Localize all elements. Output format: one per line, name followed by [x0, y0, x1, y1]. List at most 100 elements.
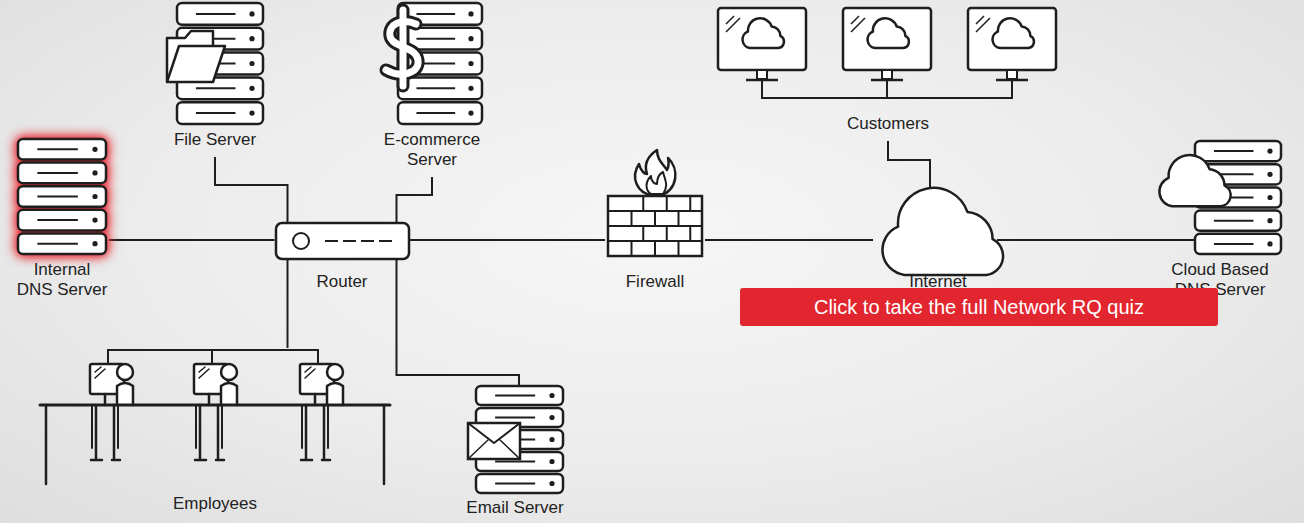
- screen-cloud: [743, 18, 784, 48]
- server-led: [92, 218, 97, 223]
- brick-joint: [631, 241, 633, 256]
- device-label: E-commerce Server: [382, 130, 482, 171]
- monitor-stand: [208, 394, 211, 405]
- screen-glare: [305, 367, 315, 378]
- server-unit: [18, 139, 106, 160]
- server-slot: [37, 243, 77, 245]
- internet-cloud: Internet: [873, 188, 1003, 293]
- employee-wire: [107, 350, 109, 364]
- server-led: [92, 147, 97, 152]
- ecommerce-server-icon: [382, 2, 482, 126]
- device-label: Firewall: [626, 272, 685, 292]
- router-body: [276, 223, 409, 259]
- desk-top: [40, 404, 390, 407]
- brick-joint: [666, 226, 668, 241]
- employee-body: [327, 383, 343, 405]
- server-slot: [495, 483, 535, 485]
- chair-frame: [302, 405, 328, 448]
- server-led: [468, 111, 473, 116]
- brick-joint: [631, 211, 633, 226]
- server-led: [249, 86, 254, 91]
- customers-group-icon: [718, 8, 1058, 104]
- employees-group: Employees: [40, 348, 390, 515]
- customer-wire: [886, 81, 888, 98]
- network-link: [410, 239, 606, 241]
- monitor-screen: [968, 8, 1056, 70]
- server-unit: [18, 163, 106, 184]
- envelope-flap: [468, 423, 520, 443]
- server-slot: [37, 219, 77, 221]
- server-led: [249, 61, 254, 66]
- monitor-screen: [843, 8, 931, 70]
- button-label: Click to take the full Network RQ quiz: [814, 295, 1144, 319]
- employee-wire: [108, 349, 318, 351]
- server-slot: [1214, 243, 1254, 245]
- screen-glare: [199, 367, 209, 378]
- server-slot: [416, 13, 455, 15]
- cloud-dns-server: Cloud Based DNS Server: [1155, 140, 1285, 301]
- brick-row: [608, 225, 702, 227]
- monitor-stand: [882, 70, 892, 79]
- router-ports: [325, 240, 395, 242]
- monitor-stand: [757, 70, 767, 79]
- network-link: [888, 141, 930, 192]
- brick-joint: [654, 241, 656, 256]
- server-led: [549, 437, 554, 442]
- server-led: [549, 481, 554, 486]
- server-unit: [18, 210, 106, 231]
- server-led: [468, 11, 473, 16]
- email-server-icon: [468, 385, 563, 495]
- brick-joint: [678, 211, 680, 226]
- server-unit: [18, 186, 106, 207]
- device-label: File Server: [174, 130, 256, 150]
- server-unit: [177, 102, 263, 124]
- internet-cloud-shape: [882, 188, 1003, 275]
- brick-joint: [678, 241, 680, 256]
- monitor-stand: [314, 394, 317, 405]
- employee-legs: [301, 405, 330, 460]
- server-led: [1267, 241, 1272, 246]
- server-slot: [495, 417, 535, 419]
- employee-wire: [211, 350, 213, 364]
- server-unit: [18, 233, 106, 254]
- screen-glare: [726, 16, 740, 32]
- firewall-icon: [605, 150, 705, 258]
- server-slot: [196, 87, 236, 89]
- internet-cloud-icon: [873, 188, 1003, 270]
- customer-wire: [762, 97, 1012, 99]
- envelope-fold: [468, 440, 520, 459]
- network-link: [287, 260, 289, 348]
- firewall: Firewall: [605, 150, 705, 293]
- device-label: Customers: [847, 114, 929, 134]
- server-unit: [398, 77, 482, 99]
- screen-glare: [976, 16, 990, 32]
- brick-joint: [642, 226, 644, 241]
- employee-legs: [195, 405, 224, 460]
- server-slot: [196, 13, 236, 15]
- network-link: [397, 177, 433, 222]
- firewall-flame: [635, 150, 675, 196]
- server-led: [92, 194, 97, 199]
- brick-joint: [689, 226, 691, 241]
- internal-dns-server: Internal DNS Server: [15, 138, 109, 301]
- file-server: File Server: [165, 2, 265, 151]
- server-led: [92, 170, 97, 175]
- server-led: [468, 86, 473, 91]
- server-unit: [177, 3, 263, 25]
- firewall-flame-inner: [647, 172, 667, 194]
- server-slot: [37, 172, 77, 174]
- cloud-dns-server-icon: [1155, 140, 1285, 256]
- network-link: [109, 239, 275, 241]
- server-slot: [495, 395, 535, 397]
- internal-dns-server-icon: [18, 138, 106, 256]
- server-unit: [1195, 234, 1281, 254]
- employee-body: [221, 383, 237, 405]
- employee-wire: [317, 350, 319, 364]
- quiz-button: Click to take the full Network RQ quiz: [740, 288, 1218, 326]
- chair-frame: [92, 405, 118, 448]
- device-label: Employees: [173, 494, 257, 514]
- employee-head: [117, 364, 133, 380]
- network-link: [705, 239, 873, 241]
- employees-group-icon: [40, 348, 390, 488]
- monitor-screen: [718, 8, 806, 70]
